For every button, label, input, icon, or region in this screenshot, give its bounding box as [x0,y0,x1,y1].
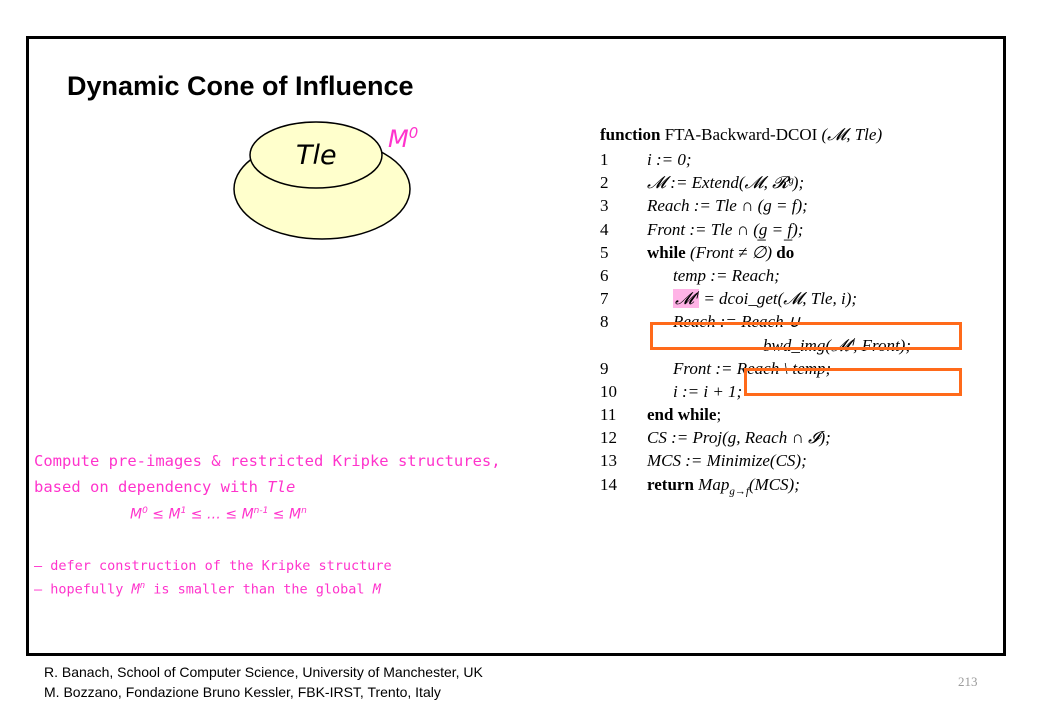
line-number: 12 [600,428,617,448]
line-number: 14 [600,474,617,494]
chain-operator: ≤ … ≤ [186,506,242,523]
algorithm-line: 5 while (Front ≠ ∅) do [600,241,960,264]
chain-operator: ≤ [268,506,289,523]
algorithm-line: 4 Front := Tle ∩ (g̲ = f̲); [600,218,960,241]
code-token: CS := Proj(g, Reach ∩ 𝓘); [647,428,831,448]
highlight-box-line7 [650,322,962,350]
code-token: do [776,242,795,262]
code-token: 𝓜ⁱ [673,289,700,309]
footer-line-2: M. Bozzano, Fondazione Bruno Kessler, FB… [44,684,441,700]
line-number: 9 [600,358,609,378]
line-number: 6 [600,265,609,285]
chain-model: M [241,506,254,523]
chain-model: M [288,506,302,523]
code-token: Reach := Tle ∩ (g = f); [647,196,808,216]
line-number: 13 [600,451,617,471]
algorithm-line: 3 Reach := Tle ∩ (g = f); [600,194,960,217]
slide-title: Dynamic Cone of Influence [67,71,414,101]
line-code: MCS := Minimize(CS); [647,449,807,472]
code-token: 𝓜 := Extend(𝓜, 𝓡ᵍ); [647,173,805,193]
line-code: i := 0; [647,148,692,171]
line-code: i := i + 1; [673,380,742,403]
algorithm-line: 2 𝓜 := Extend(𝓜, 𝓡ᵍ); [600,171,960,194]
chain-model-index: 0 [142,506,148,516]
bullet-list: – defer construction of the Kripke struc… [34,556,594,600]
line-number: 5 [600,242,609,262]
m0-label: M0 [388,124,419,153]
chain-model-index: n-1 [253,506,269,516]
algorithm-lines: 1 i := 0; 2 𝓜 := Extend(𝓜, 𝓡ᵍ); 3 Reach := Tl… [600,148,960,497]
code-token: = dcoi_get(𝓜, Tle, i); [699,289,858,309]
line-number: 11 [600,405,617,425]
algorithm-line: 6 temp := Reach; [600,264,960,287]
algorithm-line: 1 i := 0; [600,148,960,171]
line-code: CS := Proj(g, Reach ∩ 𝓘); [647,426,831,449]
highlight-box-bwd-img [744,368,962,396]
code-token: ; [716,405,722,425]
footer-line-1: R. Banach, School of Computer Science, U… [44,664,483,680]
line-code: Reach := Reach ∪ [673,310,800,333]
line-code: Reach := Tle ∩ (g = f); [647,194,808,217]
footer-credits: R. Banach, School of Computer Science, U… [44,662,483,702]
algorithm-line: 12 CS := Proj(g, Reach ∩ 𝓘); [600,426,960,449]
tle-label: Tle [296,140,337,171]
page-number: 213 [958,674,978,689]
line-number: 4 [600,219,609,239]
code-token: Reach := Reach ∪ [673,312,801,332]
code-token: i := 0; [647,150,692,169]
line-number: 2 [600,173,609,193]
code-token: end while [647,405,717,425]
code-token: temp := Reach; [673,265,780,285]
code-token: Front := Tle ∩ (g̲ = f̲); [647,219,804,239]
line-number: 7 [600,289,609,309]
chain-model: M [130,506,143,523]
code-token: g→f [729,485,749,498]
code-token: Map [698,474,730,494]
bullet-1: – defer construction of the Kripke struc… [34,558,392,574]
line-code: 𝓜 := Extend(𝓜, 𝓡ᵍ); [647,171,804,194]
line-code: end while; [647,403,721,426]
code-token: (MCS); [748,474,800,494]
description-line-1: Compute pre-images & restricted Kripke s… [34,452,501,470]
algorithm-line: 11 end while; [600,403,960,426]
algorithm-line: 14 return Mapg→f(MCS); [600,473,960,497]
code-token: while [647,242,690,262]
algorithm-line: 10 i := i + 1; [600,380,960,403]
description: Compute pre-images & restricted Kripke s… [34,448,594,500]
code-token: i := i + 1; [673,381,743,401]
slide-frame: Dynamic Cone of Influence [26,36,1006,656]
line-number: 10 [600,381,617,401]
model-chain: M0 ≤ M1 ≤ … ≤ Mn-1 ≤ Mn [130,506,307,523]
algorithm-block: function FTA-Backward-DCOI (𝓜, Tle) 1 i :… [600,122,960,497]
cone-diagram: Tle [233,121,411,240]
line-code: temp := Reach; [673,264,780,287]
line-number: 3 [600,196,609,216]
line-number: 1 [600,150,609,169]
algorithm-line: 7 𝓜ⁱ = dcoi_get(𝓜, Tle, i); [600,287,960,310]
line-code: while (Front ≠ ∅) do [647,241,794,264]
code-token: (Front ≠ ∅) [689,242,777,262]
chain-operator: ≤ [147,506,169,523]
chain-model: M [168,506,181,523]
chain-model-index: n [301,506,307,516]
chain-model-index: 1 [180,506,187,516]
line-number: 8 [600,312,609,332]
algorithm-line: 8 Reach := Reach ∪ [600,310,960,333]
line-code: 𝓜ⁱ = dcoi_get(𝓜, Tle, i); [673,287,857,310]
algorithm-line: 13 MCS := Minimize(CS); [600,449,960,472]
code-token: return [647,474,699,494]
line-code: return Mapg→f(MCS); [647,473,800,504]
line-code: Front := Tle ∩ (g̲ = f̲); [647,218,803,241]
description-line-2: based on dependency with Tle [34,478,296,496]
inner-ellipse [249,121,383,189]
algorithm-header: function FTA-Backward-DCOI (𝓜, Tle) [600,125,883,144]
bullet-2: – hopefully Mn is smaller than the globa… [34,581,381,598]
code-token: MCS := Minimize(CS); [647,451,807,471]
